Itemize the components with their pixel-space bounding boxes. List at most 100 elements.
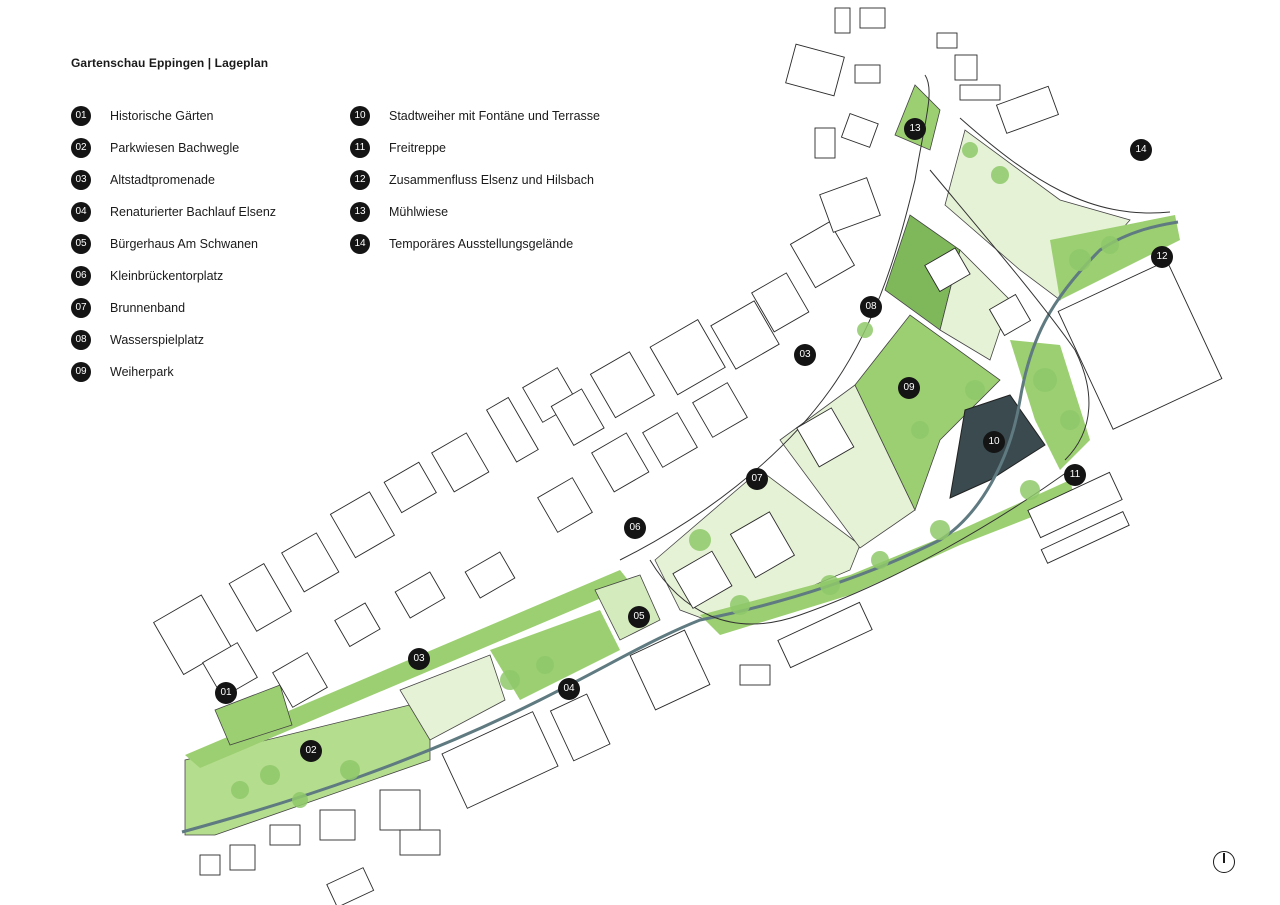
building: [1040, 511, 1130, 564]
building: [859, 7, 886, 29]
tree: [930, 520, 950, 540]
map-marker-10[interactable]: 10: [983, 431, 1005, 453]
building: [550, 388, 605, 447]
park-area-02: [184, 699, 431, 836]
legend-badge: 05: [71, 234, 91, 254]
map-marker-04[interactable]: 04: [558, 678, 580, 700]
tree: [1020, 480, 1040, 500]
legend-label: Parkwiesen Bachwegle: [110, 141, 240, 155]
map-marker-13[interactable]: 13: [904, 118, 926, 140]
map-marker-11[interactable]: 11: [1064, 464, 1086, 486]
park-area-01: [214, 684, 293, 746]
map-marker-06[interactable]: 06: [624, 517, 646, 539]
tree: [689, 529, 711, 551]
legend-label: Zusammenfluss Elsenz und Hilsbach: [389, 173, 594, 187]
building: [394, 571, 446, 619]
legend-badge: 09: [71, 362, 91, 382]
map-marker-05[interactable]: 05: [628, 606, 650, 628]
building: [814, 127, 836, 159]
building: [785, 43, 845, 97]
building: [1027, 471, 1123, 539]
map-marker-09[interactable]: 09: [898, 377, 920, 399]
map-marker-08[interactable]: 08: [860, 296, 882, 318]
building: [485, 396, 539, 463]
tree: [857, 322, 873, 338]
legend-item: 09 Weiherpark: [71, 356, 276, 388]
building: [672, 550, 733, 609]
building: [936, 32, 958, 49]
map-marker-02[interactable]: 02: [300, 740, 322, 762]
building: [272, 652, 328, 708]
legend-badge: 01: [71, 106, 91, 126]
park-area-river-east: [1010, 340, 1090, 470]
park-area-12: [1050, 215, 1180, 300]
legend-label: Stadtweiher mit Fontäne und Terrasse: [389, 109, 600, 123]
north-arrow-icon: [1213, 851, 1235, 873]
legend-item: 03 Altstadtpromenade: [71, 164, 276, 196]
road-east: [929, 169, 1090, 461]
building: [549, 693, 611, 762]
map-marker-01[interactable]: 01: [215, 682, 237, 704]
building: [649, 319, 726, 396]
tree: [1101, 236, 1119, 254]
page-title: Gartenschau Eppingen | Lageplan: [71, 56, 269, 70]
map-marker-07[interactable]: 07: [746, 468, 768, 490]
tree: [965, 380, 985, 400]
legend-label: Altstadtpromenade: [110, 173, 215, 187]
building: [229, 844, 256, 871]
tree: [730, 595, 750, 615]
legend-item: 06 Kleinbrückentorplatz: [71, 260, 276, 292]
building: [329, 491, 396, 559]
building: [269, 824, 301, 846]
tree: [1069, 249, 1091, 271]
building: [334, 602, 381, 648]
building: [751, 272, 810, 333]
tree: [260, 765, 280, 785]
legend-badge: 03: [71, 170, 91, 190]
building: [1057, 260, 1223, 430]
map-marker-14[interactable]: 14: [1130, 139, 1152, 161]
tree: [1060, 410, 1080, 430]
park-area-03-strip: [185, 570, 632, 768]
legend-label: Weiherpark: [110, 365, 174, 379]
building: [202, 642, 258, 698]
legend-badge: 06: [71, 266, 91, 286]
building: [589, 351, 656, 419]
tree: [871, 551, 889, 569]
tree: [911, 421, 929, 439]
building: [228, 563, 292, 632]
legend-label: Temporäres Ausstellungsgelände: [389, 237, 574, 251]
tree: [536, 656, 554, 674]
map-marker-03-north[interactable]: 03: [794, 344, 816, 366]
building: [840, 113, 879, 148]
legend-label: Renaturierter Bachlauf Elsenz: [110, 205, 277, 219]
building: [854, 64, 881, 84]
legend-label: Historische Gärten: [110, 109, 214, 123]
legend-label: Kleinbrückentorplatz: [110, 269, 224, 283]
tree: [820, 575, 840, 595]
road-north: [959, 117, 1171, 214]
map-marker-12[interactable]: 12: [1151, 246, 1173, 268]
tree: [1033, 368, 1057, 392]
building: [789, 221, 856, 289]
building: [796, 407, 855, 468]
building: [834, 7, 851, 34]
building: [326, 867, 375, 905]
building: [642, 412, 698, 468]
park-areas: [184, 84, 1180, 836]
map-marker-03[interactable]: 03: [408, 648, 430, 670]
building: [710, 300, 780, 370]
tree: [991, 166, 1009, 184]
building: [924, 247, 971, 293]
legend-label: Bürgerhaus Am Schwanen: [110, 237, 259, 251]
buildings: [153, 7, 1223, 905]
building: [464, 551, 516, 599]
park-area-green-04: [490, 610, 620, 700]
road-south: [649, 469, 1071, 625]
